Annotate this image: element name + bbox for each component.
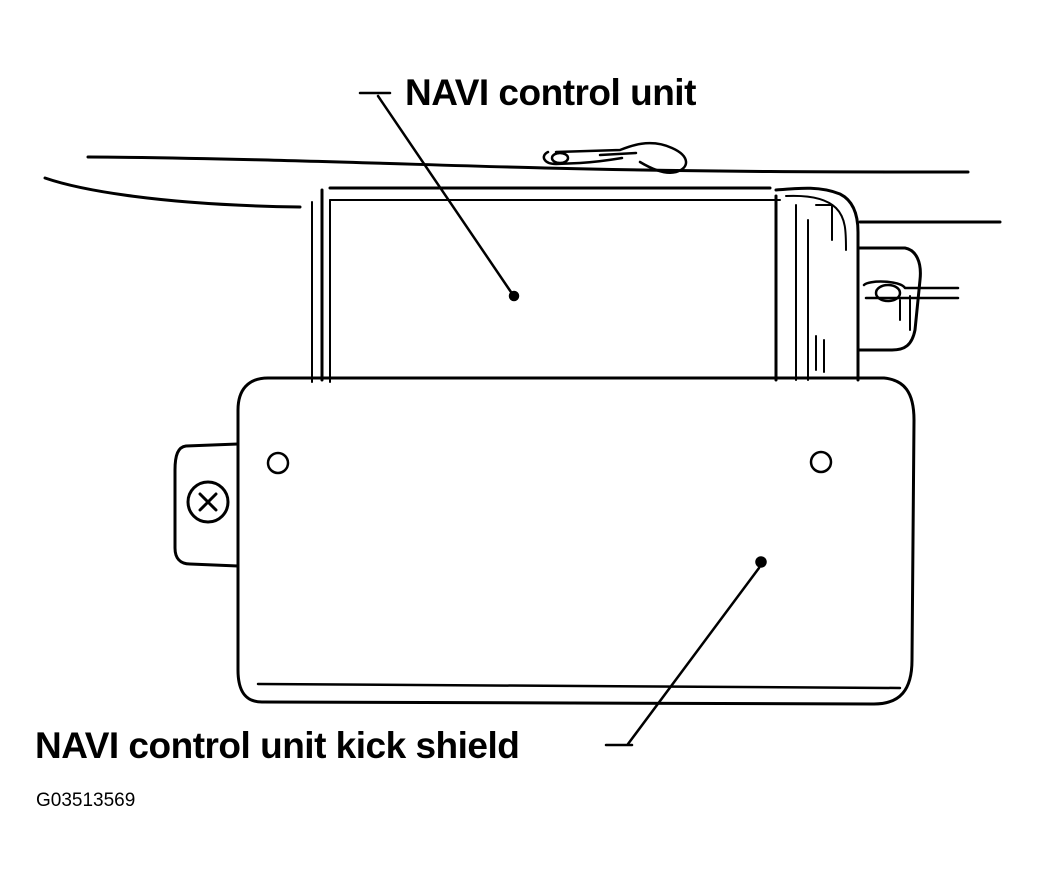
dashboard-contour: [43, 155, 1002, 224]
screw-icon: [186, 480, 230, 524]
control-unit-body: [311, 186, 860, 383]
cable-clip: [542, 141, 688, 174]
shield-hole-right: [809, 450, 833, 474]
callout-navi-control-unit: NAVI control unit: [405, 72, 696, 113]
side-connector: [856, 246, 960, 352]
callout-navi-kick-shield: NAVI control unit kick shield: [35, 725, 520, 766]
kick-shield: [236, 376, 916, 706]
shield-hole-left: [266, 451, 290, 475]
leader-kick-shield: [604, 556, 767, 747]
figure-id: G03513569: [36, 790, 136, 811]
leader-control-unit: [358, 91, 520, 302]
mounting-bracket: [173, 442, 240, 568]
